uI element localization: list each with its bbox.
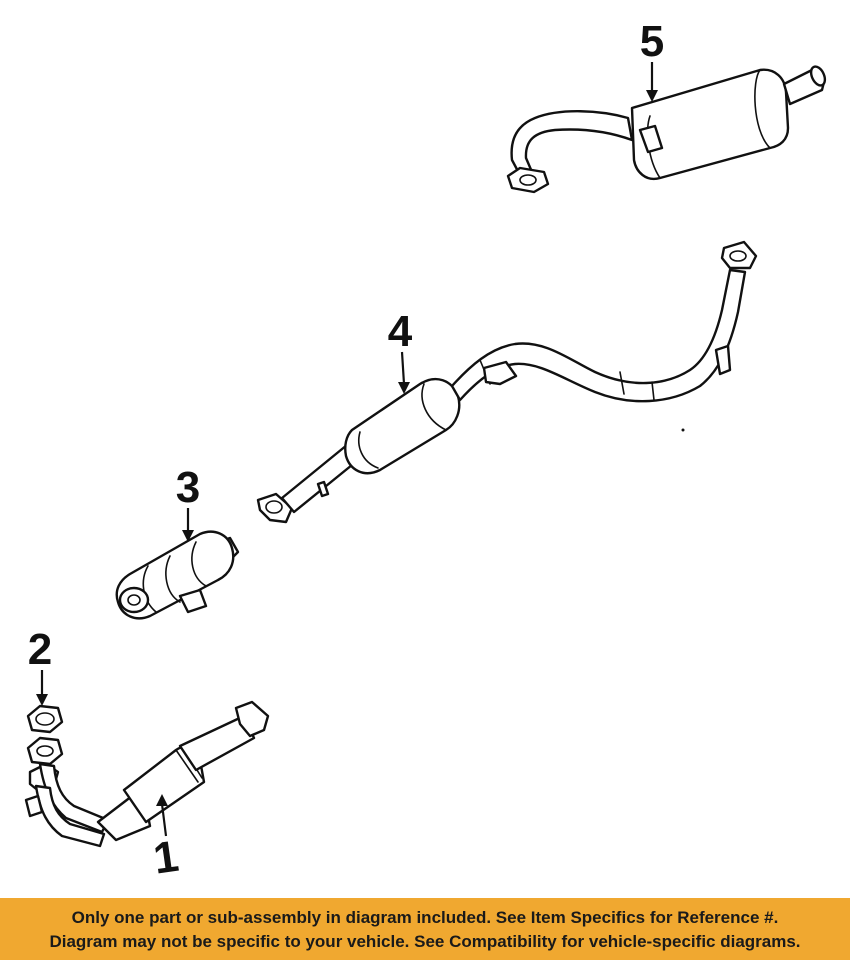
callout-2: 2 [28,625,52,706]
callout-5-label: 5 [640,17,664,66]
disclaimer-line-2: Diagram may not be specific to your vehi… [49,932,801,951]
callout-5: 5 [640,17,664,102]
intermediate-pipe-resonator-icon [256,240,758,524]
callout-4-label: 4 [388,307,413,356]
catalytic-converter-icon [115,530,240,620]
callout-3-label: 3 [176,463,200,512]
front-exhaust-pipe-icon [24,700,270,848]
speck-mark [681,428,685,432]
disclaimer-line-1: Only one part or sub-assembly in diagram… [71,908,779,927]
callout-1-label: 1 [150,832,181,884]
muffler-tailpipe-icon [506,65,827,194]
disclaimer-banner: Only one part or sub-assembly in diagram… [0,898,850,960]
gasket-icon [26,704,64,734]
exhaust-parts-diagram: 5 4 3 2 1 [24,17,827,884]
callout-3: 3 [176,463,200,542]
callout-4: 4 [388,307,413,394]
callout-2-label: 2 [28,625,52,674]
